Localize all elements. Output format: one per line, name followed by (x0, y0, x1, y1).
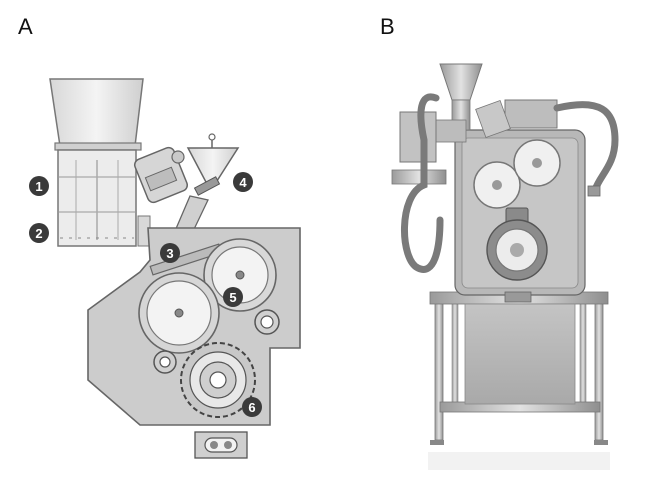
callout-2-number: 2 (35, 226, 42, 241)
photo-feeder-neck (475, 99, 511, 139)
callout-6: 6 (242, 397, 262, 417)
photo-upper-rollers (473, 139, 561, 209)
callout-3: 3 (160, 243, 180, 263)
granulator-rotor (180, 342, 256, 418)
tension-roller (254, 309, 280, 335)
callout-4: 4 (233, 172, 253, 192)
floor-reflection (428, 452, 610, 470)
callout-2: 2 (29, 223, 49, 243)
right-hose (553, 101, 619, 194)
outlet-bolt (210, 441, 218, 449)
photo-top-hopper (435, 63, 483, 143)
hopper-rim (54, 142, 142, 151)
upper-roller (203, 238, 277, 312)
hose-coupling (587, 185, 601, 197)
photo-feeder-box (504, 99, 558, 129)
outlet-bolt (224, 441, 232, 449)
machine-stand (429, 291, 609, 445)
machine-photo (391, 63, 619, 470)
screw-feeder (133, 146, 189, 204)
callout-4-number: 4 (239, 175, 247, 190)
panel-label-a: A (18, 14, 33, 39)
photo-granulator (486, 219, 548, 281)
left-hose (401, 93, 444, 273)
lower-roller (138, 272, 220, 354)
photo-discharge (504, 291, 532, 303)
discharge-outlet (204, 437, 238, 453)
feed-hopper (49, 78, 144, 147)
callout-5-number: 5 (229, 290, 236, 305)
callout-6-number: 6 (248, 400, 255, 415)
callout-3-number: 3 (166, 246, 173, 261)
schematic-diagram: 1 2 3 4 5 6 (29, 78, 301, 459)
guide-roller (153, 350, 177, 374)
side-feed-funnel (186, 133, 240, 196)
panel-label-b: B (380, 14, 395, 39)
callout-1-number: 1 (35, 179, 42, 194)
callout-1: 1 (29, 176, 49, 196)
callout-5: 5 (223, 287, 243, 307)
